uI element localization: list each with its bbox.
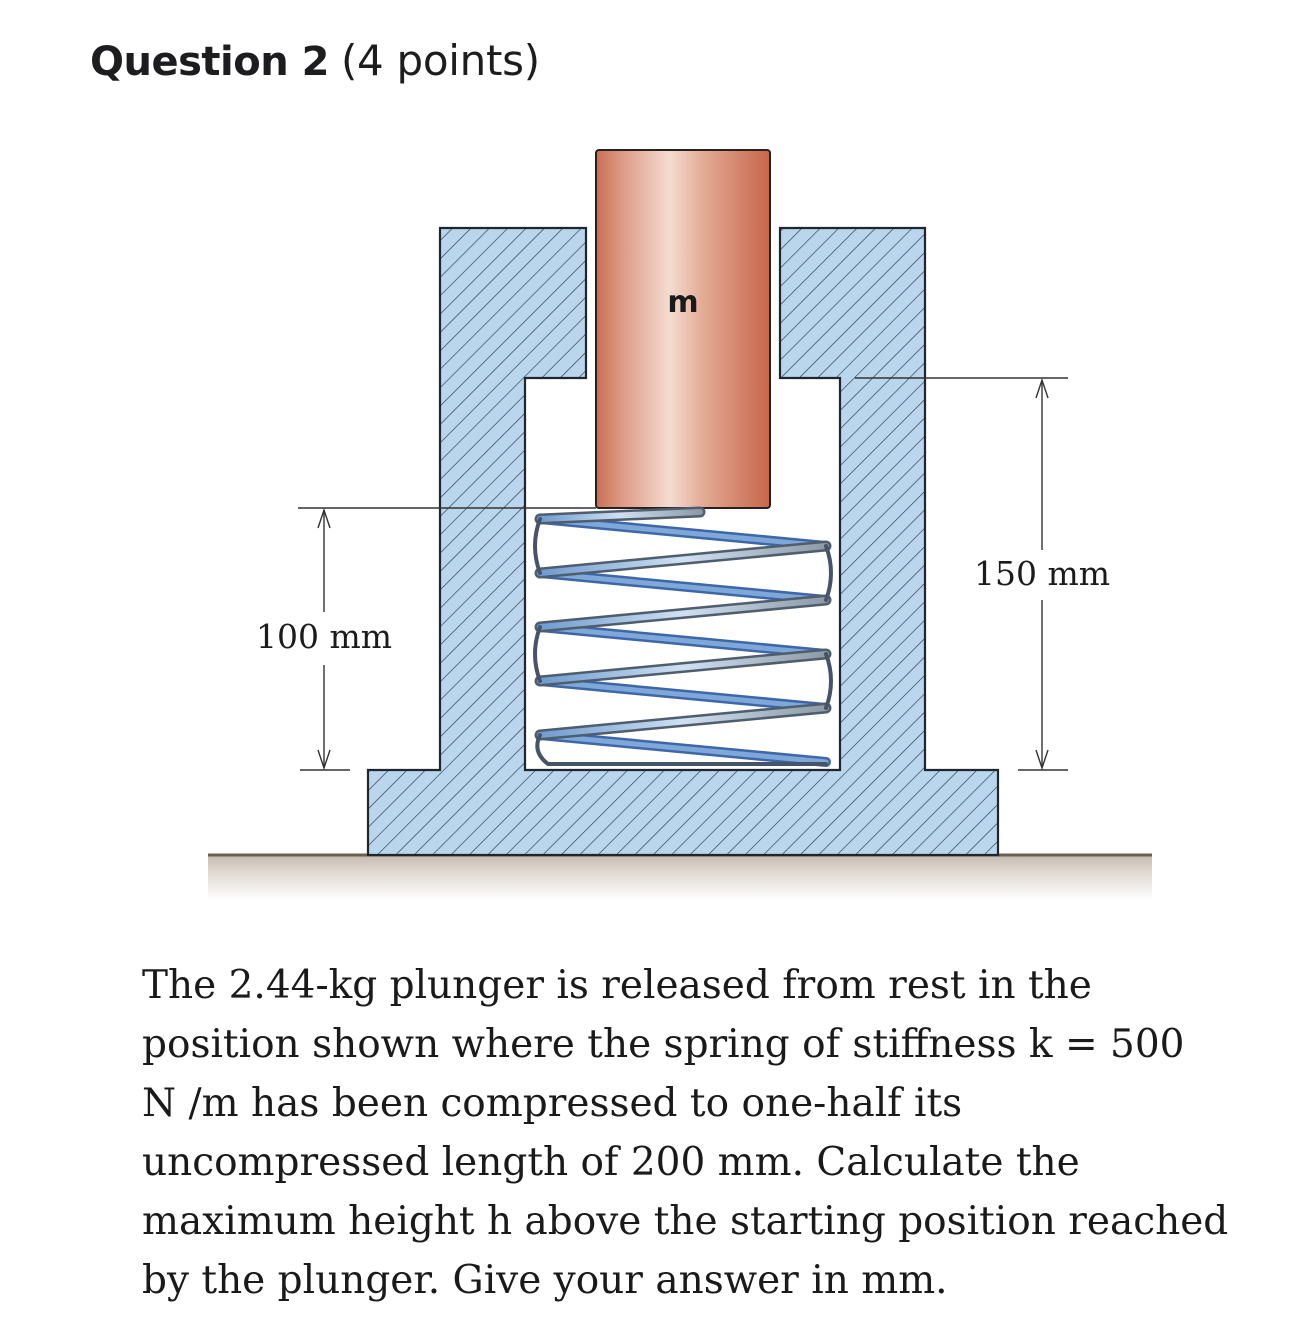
ground <box>208 853 1152 900</box>
problem-line: The 2.44-kg plunger is released from res… <box>142 963 1092 1008</box>
housing-cross-section <box>366 226 1000 857</box>
question-title: Question 2 <box>90 39 329 85</box>
compressed-spring <box>533 506 833 767</box>
question-header: Question 2 (4 points) <box>90 36 540 96</box>
problem-line: maximum height h above the starting posi… <box>142 1199 1229 1244</box>
dimension-100mm: 100 mm <box>256 617 392 656</box>
plunger-mass <box>595 149 771 509</box>
mass-label: m <box>667 285 698 320</box>
right-dimension <box>855 377 1068 771</box>
problem-line: uncompressed length of 200 mm. Calculate… <box>142 1140 1080 1185</box>
problem-line: position shown where the spring of stiff… <box>142 1022 1185 1067</box>
problem-statement: The 2.44-kg plunger is released from res… <box>142 956 1242 1310</box>
dimension-150mm: 150 mm <box>974 554 1110 593</box>
plunger-spring-diagram: m <box>208 149 1152 900</box>
problem-line: N /m has been compressed to one-half its <box>142 1081 963 1126</box>
left-dimension <box>298 507 596 771</box>
problem-line: by the plunger. Give your answer in mm. <box>142 1258 948 1303</box>
question-points: (4 points) <box>340 36 540 85</box>
